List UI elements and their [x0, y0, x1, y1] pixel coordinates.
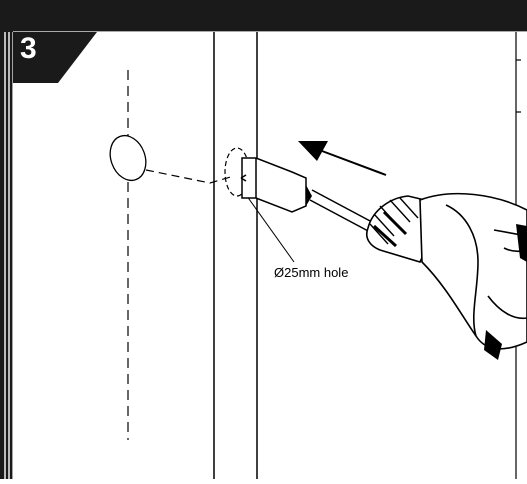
- projection-line: [145, 169, 235, 184]
- hole-position-marker: [109, 134, 147, 182]
- direction-arrow-icon: [298, 141, 387, 176]
- step-tab: [13, 32, 97, 83]
- step-number: 3: [20, 32, 37, 65]
- spade-bit-icon: [240, 157, 373, 233]
- hole-size-label: Ø25mm hole: [274, 265, 349, 280]
- hole-leader-line: [243, 191, 295, 263]
- drill-icon: [365, 192, 527, 360]
